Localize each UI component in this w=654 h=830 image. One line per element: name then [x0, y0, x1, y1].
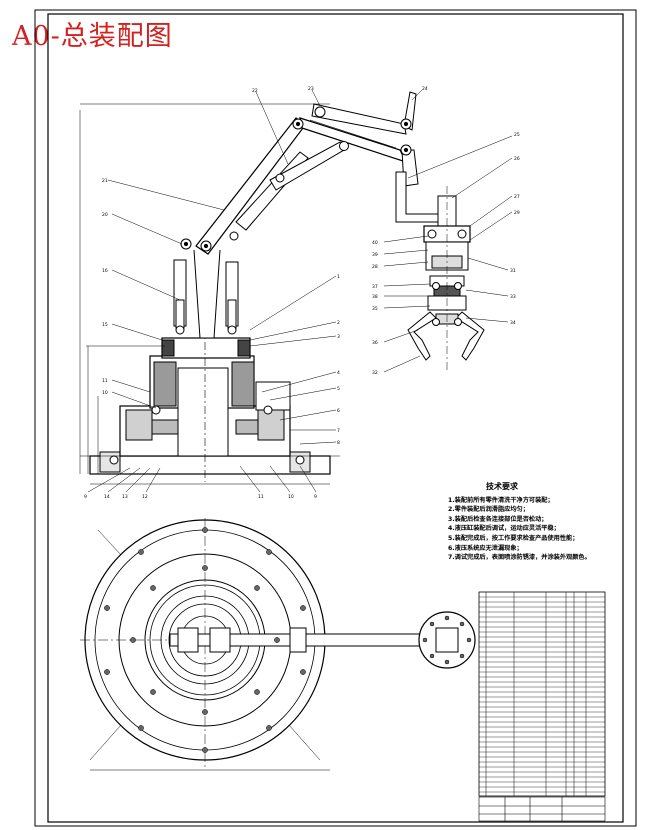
svg-text:40: 40	[372, 240, 378, 246]
lower-arm	[195, 117, 307, 255]
svg-text:11: 11	[258, 494, 264, 500]
svg-text:29: 29	[514, 210, 520, 216]
bolt-holes	[104, 527, 472, 753]
title-block	[478, 796, 606, 822]
svg-text:21: 21	[102, 178, 108, 184]
svg-text:23: 23	[308, 86, 314, 92]
svg-text:5: 5	[337, 386, 340, 392]
tech-item: 5.装配完成后，按工作要求检查产品使用性能；	[448, 534, 579, 542]
svg-text:7: 7	[337, 428, 340, 434]
pivot-joints	[109, 106, 467, 465]
svg-text:35: 35	[372, 306, 378, 312]
svg-text:4: 4	[337, 370, 340, 376]
svg-text:37: 37	[372, 284, 378, 290]
svg-text:26: 26	[514, 156, 520, 162]
svg-text:39: 39	[372, 252, 378, 258]
front-view	[79, 91, 485, 485]
svg-text:9: 9	[84, 494, 87, 500]
svg-text:10: 10	[102, 390, 108, 396]
technical-requirements: 技术要求 1.装配前所有零件清洗干净方可装配； 2.零件装配后润滑脂应均匀； 3…	[448, 481, 614, 563]
tech-heading: 技术要求	[486, 481, 518, 491]
svg-text:10: 10	[288, 494, 294, 500]
svg-text:11: 11	[102, 378, 108, 384]
inner-frame	[47, 13, 624, 823]
gripper-finger-left	[407, 311, 437, 361]
bom-table	[478, 591, 606, 797]
top-cap	[161, 337, 251, 359]
tech-item: 2.零件装配后润滑脂应均匀；	[448, 506, 529, 514]
svg-text:24: 24	[422, 86, 428, 92]
svg-text:13: 13	[122, 494, 128, 500]
svg-text:12: 12	[142, 494, 148, 500]
bracket	[395, 171, 441, 223]
svg-text:14: 14	[104, 494, 110, 500]
svg-text:38: 38	[372, 294, 378, 300]
svg-text:3: 3	[337, 334, 340, 340]
drawing-title: A0-总装配图	[12, 21, 173, 52]
svg-text:36: 36	[372, 340, 378, 346]
svg-text:31: 31	[510, 268, 516, 274]
svg-text:8: 8	[337, 440, 340, 446]
tech-item: 7.调试完成后，表面喷涂防锈漆，并涂装外观颜色。	[448, 554, 591, 562]
svg-text:9: 9	[314, 494, 317, 500]
top-view	[80, 518, 476, 771]
tech-item: 4.液压缸装配后调试，运动应灵活平稳；	[448, 525, 560, 533]
svg-text:15: 15	[102, 322, 108, 328]
svg-text:6: 6	[337, 408, 340, 414]
bom-rows	[479, 596, 605, 793]
tech-item: 1.装配前所有零件清洗干净方可装配；	[448, 496, 554, 504]
svg-text:32: 32	[372, 370, 378, 376]
svg-text:28: 28	[372, 264, 378, 270]
svg-text:1: 1	[337, 274, 340, 280]
outer-frame	[34, 9, 637, 827]
svg-text:33: 33	[510, 294, 516, 300]
tech-item: 6.液压系统应无泄漏现象；	[448, 544, 523, 552]
leader-lines	[87, 89, 513, 493]
svg-text:34: 34	[510, 320, 516, 326]
svg-text:16: 16	[102, 268, 108, 274]
svg-text:2: 2	[337, 320, 340, 326]
svg-text:22: 22	[252, 88, 258, 94]
svg-text:20: 20	[102, 212, 108, 218]
svg-text:25: 25	[514, 132, 520, 138]
tech-item: 3.装配后检查各连接部位是否松动；	[448, 515, 548, 523]
svg-text:27: 27	[514, 194, 520, 200]
gripper-finger-right	[455, 311, 485, 361]
